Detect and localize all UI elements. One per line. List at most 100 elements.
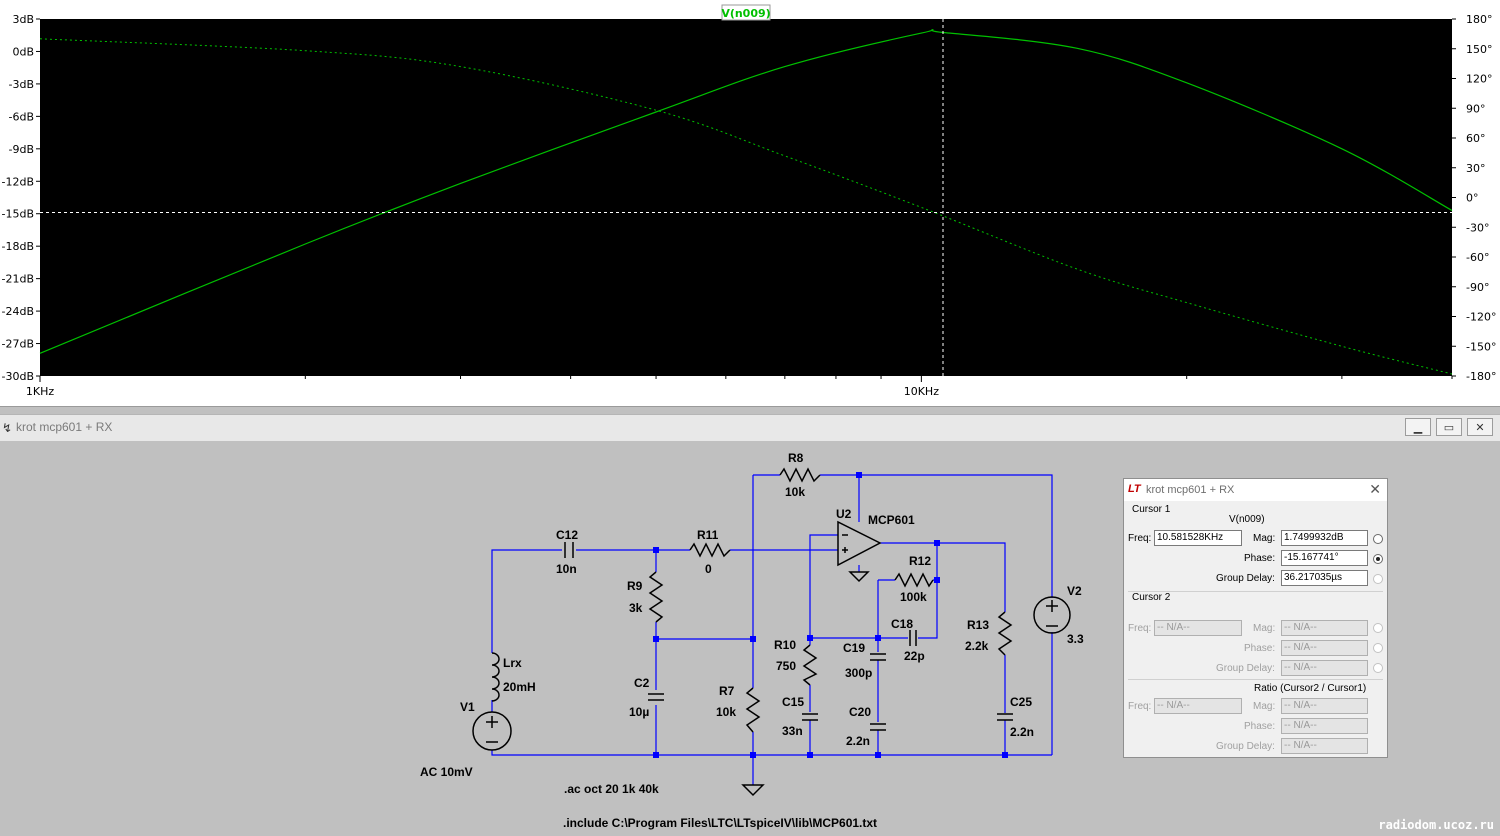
label-r9: R9 (627, 579, 643, 593)
ground-main (741, 784, 765, 797)
cursor2-phase-label: Phase: (1244, 643, 1276, 654)
capacitor-c15[interactable] (802, 713, 818, 721)
cursor2-groupdelay-field[interactable]: -- N/A-- (1281, 660, 1368, 676)
value-c15: 33n (782, 724, 803, 738)
ltspice-app-icon: ↯ (2, 421, 13, 435)
label-c2: C2 (634, 676, 650, 690)
restore-button[interactable]: ▭ (1436, 418, 1462, 436)
label-c19: C19 (843, 641, 865, 655)
cursor2-groupdelay-radio[interactable] (1373, 663, 1383, 673)
cursor1-freq-field[interactable]: 10.581528KHz (1154, 530, 1242, 546)
value-c18: 22p (904, 649, 925, 663)
plot-area[interactable] (40, 19, 1452, 376)
phase-tick-label: -90° (1466, 281, 1489, 294)
phase-tick-label: 90° (1466, 102, 1486, 115)
cursor-dialog-titlebar[interactable]: LT krot mcp601 + RX ✕ (1124, 479, 1387, 501)
ratio-phase-label: Phase: (1244, 721, 1276, 732)
capacitor-c19[interactable] (870, 653, 886, 661)
cursor2-freq-label: Freq: (1128, 623, 1152, 634)
magnitude-trace (39, 29, 1453, 354)
ratio-mag-field[interactable]: -- N/A-- (1281, 698, 1368, 714)
cursor2-group-label: Cursor 2 (1132, 592, 1171, 603)
cursor-dialog[interactable]: LT krot mcp601 + RX ✕ Cursor 1 V(n009) F… (1123, 478, 1388, 758)
value-c19: 300p (845, 666, 872, 680)
capacitor-c20[interactable] (870, 723, 886, 731)
ratio-groupdelay-field[interactable]: -- N/A-- (1281, 738, 1368, 754)
value-c25: 2.2n (1010, 725, 1034, 739)
label-r7: R7 (719, 684, 735, 698)
voltage-source-v1[interactable] (472, 711, 512, 751)
opamp-u2[interactable] (837, 520, 882, 567)
mag-tick-label: -15dB (2, 208, 35, 221)
resistor-r8[interactable] (779, 467, 821, 483)
value-r9: 3k (629, 601, 643, 615)
cursor1-phase-field[interactable]: -15.167741° (1281, 550, 1368, 566)
cursor1-group-label: Cursor 1 (1132, 504, 1171, 515)
cursor1-phase-radio[interactable] (1373, 554, 1383, 564)
label-u2: U2 (836, 507, 852, 521)
ratio-freq-label: Freq: (1128, 701, 1152, 712)
ltspice-logo-icon: LT (1128, 483, 1141, 495)
capacitor-c25[interactable] (997, 713, 1013, 721)
value-v2: 3.3 (1067, 632, 1084, 646)
cursor2-phase-field[interactable]: -- N/A-- (1281, 640, 1368, 656)
mag-tick-label: -9dB (9, 143, 35, 156)
resistor-r9[interactable] (648, 571, 664, 623)
trace-label-box[interactable] (721, 4, 771, 21)
resistor-r12[interactable] (894, 572, 934, 588)
minimize-button[interactable]: ▁ (1405, 418, 1431, 436)
close-icon[interactable]: ✕ (1369, 481, 1381, 497)
cursor1-mag-field[interactable]: 1.7499932dB (1281, 530, 1368, 546)
cursor2-mag-field[interactable]: -- N/A-- (1281, 620, 1368, 636)
cursor1-mag-radio[interactable] (1373, 534, 1383, 544)
ratio-group-label: Ratio (Cursor2 / Cursor1) (1254, 683, 1367, 694)
phase-tick-label: -180° (1466, 370, 1496, 383)
ground-opamp (848, 571, 870, 583)
label-r8: R8 (788, 451, 804, 465)
capacitor-c18[interactable] (909, 630, 917, 646)
ac-directive: .ac oct 20 1k 40k (564, 782, 659, 796)
label-c18: C18 (891, 617, 913, 631)
schematic-window-titlebar[interactable]: ↯ krot mcp601 + RX ▁ ▭ ✕ (0, 414, 1500, 442)
inductor-lrx[interactable] (491, 652, 500, 702)
voltage-source-v2[interactable] (1033, 596, 1071, 634)
phase-tick-label: -30° (1466, 221, 1489, 234)
phase-trace (39, 38, 1453, 375)
trace-label[interactable]: V(n009) (721, 7, 770, 20)
phase-tick-label: -60° (1466, 251, 1489, 264)
freq-tick-label: 10KHz (904, 385, 939, 398)
close-button[interactable]: ✕ (1467, 418, 1493, 436)
resistor-r7[interactable] (745, 687, 761, 733)
capacitor-c2[interactable] (648, 693, 664, 701)
mag-tick-label: -21dB (2, 273, 35, 286)
phase-tick-label: 150° (1466, 43, 1493, 56)
value-r13: 2.2k (965, 639, 989, 653)
bode-plot[interactable]: 3dB0dB-3dB-6dB-9dB-12dB-15dB-18dB-21dB-2… (0, 0, 1500, 406)
ratio-phase-field[interactable]: -- N/A-- (1281, 718, 1368, 734)
mag-tick-label: 0dB (12, 45, 34, 58)
cursor2-mag-radio[interactable] (1373, 623, 1383, 633)
phase-tick-label: 0° (1466, 192, 1479, 205)
cursor1-groupdelay-field[interactable]: 36.217035µs (1281, 570, 1368, 586)
capacitor-c12[interactable] (564, 542, 574, 558)
cursor1-groupdelay-radio[interactable] (1373, 574, 1383, 584)
resistor-r11[interactable] (689, 542, 731, 558)
mag-tick-label: 3dB (12, 13, 34, 26)
value-c2: 10µ (629, 705, 649, 719)
value-c12: 10n (556, 562, 577, 576)
label-c20: C20 (849, 705, 871, 719)
cursor2-phase-radio[interactable] (1373, 643, 1383, 653)
ratio-freq-field[interactable]: -- N/A-- (1154, 698, 1242, 714)
resistor-r13[interactable] (997, 611, 1013, 656)
resistor-r10[interactable] (802, 644, 818, 686)
mag-tick-label: -30dB (2, 370, 35, 383)
mag-tick-label: -12dB (2, 175, 35, 188)
cursor1-freq-label: Freq: (1128, 533, 1152, 544)
label-r12: R12 (909, 554, 931, 568)
cursor2-freq-field[interactable]: -- N/A-- (1154, 620, 1242, 636)
mag-tick-label: -24dB (2, 305, 35, 318)
label-c15: C15 (782, 695, 804, 709)
schematic-drawing[interactable]: R8 10k U2 MCP601 C12 10n R11 0 R12 100k … (0, 441, 1500, 836)
